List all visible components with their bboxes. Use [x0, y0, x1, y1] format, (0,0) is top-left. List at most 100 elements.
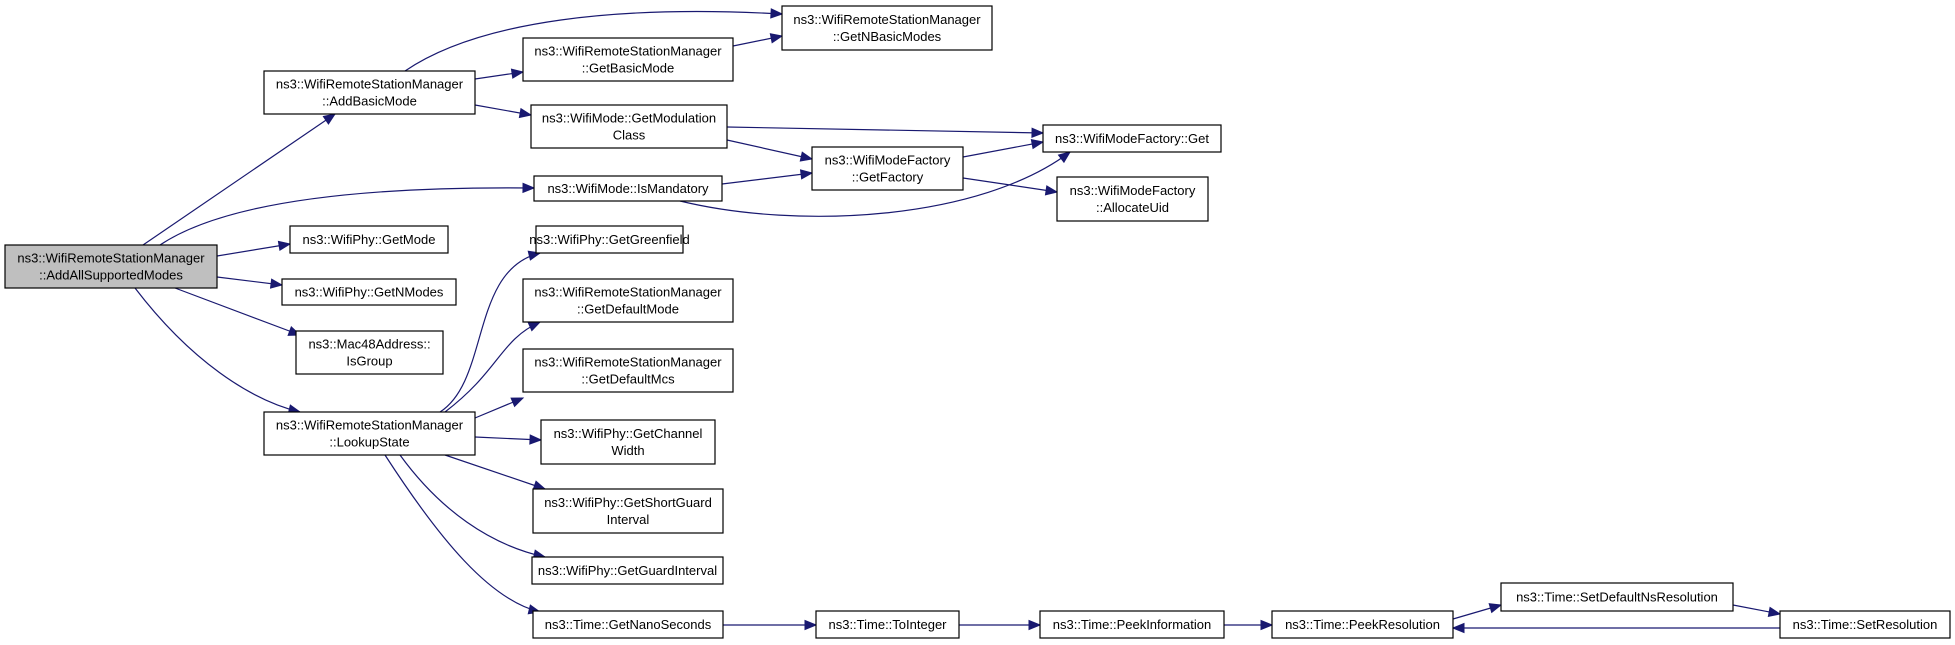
node-add_basic[interactable]: ns3::WifiRemoteStationManager::AddBasicM… — [263, 70, 476, 115]
node-label-line: ::GetDefaultMode — [577, 302, 679, 317]
node-box — [530, 104, 728, 149]
node-label-line: ns3::WifiPhy::GetGuardInterval — [538, 563, 717, 578]
edge-peek_info-to-peek_res — [1224, 619, 1274, 631]
node-lookup_state[interactable]: ns3::WifiRemoteStationManager::LookupSta… — [263, 411, 476, 456]
node-label-line: ns3::Time::GetNanoSeconds — [545, 617, 712, 632]
node-to_integer[interactable]: ns3::Time::ToInteger — [815, 610, 960, 639]
node-label-line: ns3::WifiMode::IsMandatory — [547, 181, 709, 196]
node-box — [1779, 610, 1951, 639]
edge-lookup_state-to-short_guard — [444, 454, 547, 491]
node-nano_seconds[interactable]: ns3::Time::GetNanoSeconds — [532, 610, 724, 639]
node-box — [533, 175, 723, 202]
node-box — [4, 244, 218, 289]
node-box — [263, 411, 476, 456]
node-box — [295, 330, 444, 375]
edges — [134, 8, 1782, 634]
node-label-line: ::LookupState — [329, 435, 409, 450]
edge-get_factory-to-factory_get — [962, 138, 1045, 158]
node-guard_interval[interactable]: ns3::WifiPhy::GetGuardInterval — [531, 556, 724, 585]
node-factory_get[interactable]: ns3::WifiModeFactory::Get — [1042, 124, 1222, 153]
node-box — [281, 278, 457, 306]
node-label-line: ns3::WifiPhy::GetChannel — [554, 426, 703, 441]
node-default_mode[interactable]: ns3::WifiRemoteStationManager::GetDefaul… — [522, 278, 734, 323]
node-label-line: ::AddBasicMode — [322, 94, 417, 109]
node-label-line: ns3::WifiPhy::GetNModes — [295, 285, 444, 300]
node-label-line: ::GetNBasicModes — [833, 29, 942, 44]
node-label-line: ns3::WifiModeFactory::Get — [1055, 131, 1209, 146]
node-allocate_uid[interactable]: ns3::WifiModeFactory::AllocateUid — [1056, 176, 1209, 222]
node-label-line: ns3::Time::PeekInformation — [1053, 617, 1211, 632]
edge-is_mandatory-to-factory_get — [679, 151, 1072, 217]
node-label-line: ::GetDefaultMcs — [581, 372, 675, 387]
edge-add_all-to-phy_get_mode — [216, 240, 292, 257]
node-get_factory[interactable]: ns3::WifiModeFactory::GetFactory — [811, 146, 964, 191]
node-label-line: ns3::WifiModeFactory — [1070, 183, 1196, 198]
node-phy_greenfield[interactable]: ns3::WifiPhy::GetGreenfield — [529, 225, 690, 254]
node-is_mandatory[interactable]: ns3::WifiMode::IsMandatory — [533, 175, 723, 202]
node-phy_get_mode[interactable]: ns3::WifiPhy::GetMode — [289, 225, 449, 254]
node-box — [815, 610, 960, 639]
node-set_default_ns[interactable]: ns3::Time::SetDefaultNsResolution — [1500, 582, 1734, 612]
node-label-line: ::AddAllSupportedModes — [39, 268, 183, 283]
node-peek_info[interactable]: ns3::Time::PeekInformation — [1039, 610, 1225, 639]
node-box — [263, 70, 476, 115]
edge-set_default_ns-to-set_res — [1732, 604, 1782, 617]
node-box — [1042, 124, 1222, 153]
node-phy_get_nmodes[interactable]: ns3::WifiPhy::GetNModes — [281, 278, 457, 306]
node-box — [1271, 610, 1454, 639]
nodes: ns3::WifiRemoteStationManager::AddAllSup… — [4, 5, 1951, 639]
node-peek_res[interactable]: ns3::Time::PeekResolution — [1271, 610, 1454, 639]
node-label-line: Width — [611, 443, 644, 458]
edge-lookup_state-to-default_mcs — [474, 397, 525, 419]
node-label-line: ns3::WifiRemoteStationManager — [17, 251, 205, 266]
node-label-line: ::GetFactory — [852, 170, 924, 185]
node-label-line: ns3::Time::SetResolution — [1793, 617, 1938, 632]
edge-add_all-to-is_mandatory — [159, 182, 536, 246]
node-label-line: ns3::WifiRemoteStationManager — [793, 12, 981, 27]
node-label-line: IsGroup — [346, 354, 392, 369]
node-label-line: ns3::WifiRemoteStationManager — [534, 355, 722, 370]
edge-add_all-to-add_basic — [142, 113, 337, 246]
node-label-line: ns3::Time::SetDefaultNsResolution — [1516, 590, 1718, 605]
node-label-line: ns3::WifiPhy::GetShortGuard — [544, 495, 712, 510]
node-label-line: ::AllocateUid — [1096, 200, 1169, 215]
node-box — [540, 419, 716, 465]
edge-peek_res-to-set_default_ns — [1452, 603, 1503, 620]
edge-add_basic-to-get_nbasic — [404, 8, 784, 72]
node-box — [1500, 582, 1734, 612]
edge-get_basic_mode-to-get_nbasic — [732, 33, 784, 47]
node-box — [781, 5, 993, 51]
node-label-line: ns3::Time::PeekResolution — [1285, 617, 1440, 632]
edge-nano_seconds-to-to_integer — [723, 619, 818, 631]
node-box — [531, 556, 724, 585]
node-get_nbasic[interactable]: ns3::WifiRemoteStationManager::GetNBasic… — [781, 5, 993, 51]
node-label-line: ns3::WifiMode::GetModulation — [542, 111, 716, 126]
node-box — [532, 488, 724, 534]
edge-to_integer-to-peek_info — [959, 619, 1042, 631]
edge-add_basic-to-get_modclass — [474, 104, 533, 119]
node-label-line: ns3::WifiRemoteStationManager — [534, 285, 722, 300]
node-label-line: ns3::WifiPhy::GetMode — [303, 232, 436, 247]
node-box — [522, 348, 734, 393]
edge-get_modclass-to-factory_get — [726, 126, 1045, 139]
edge-get_modclass-to-get_factory — [726, 139, 814, 162]
node-add_all[interactable]: ns3::WifiRemoteStationManager::AddAllSup… — [4, 244, 218, 289]
node-label-line: ns3::WifiPhy::GetGreenfield — [529, 232, 689, 247]
node-label-line: ns3::Mac48Address:: — [308, 337, 430, 352]
node-box — [811, 146, 964, 191]
edge-add_all-to-phy_get_nmodes — [216, 276, 284, 289]
edge-get_factory-to-allocate_uid — [962, 177, 1059, 196]
node-label-line: ns3::WifiModeFactory — [825, 153, 951, 168]
node-set_res[interactable]: ns3::Time::SetResolution — [1779, 610, 1951, 639]
node-get_basic_mode[interactable]: ns3::WifiRemoteStationManager::GetBasicM… — [522, 37, 734, 82]
edge-lookup_state-to-guard_interval — [399, 454, 547, 560]
node-label-line: ns3::WifiRemoteStationManager — [534, 44, 722, 59]
node-label-line: ns3::WifiRemoteStationManager — [276, 77, 464, 92]
node-mac_isgroup[interactable]: ns3::Mac48Address::IsGroup — [295, 330, 444, 375]
node-default_mcs[interactable]: ns3::WifiRemoteStationManager::GetDefaul… — [522, 348, 734, 393]
node-label-line: ns3::Time::ToInteger — [828, 617, 947, 632]
